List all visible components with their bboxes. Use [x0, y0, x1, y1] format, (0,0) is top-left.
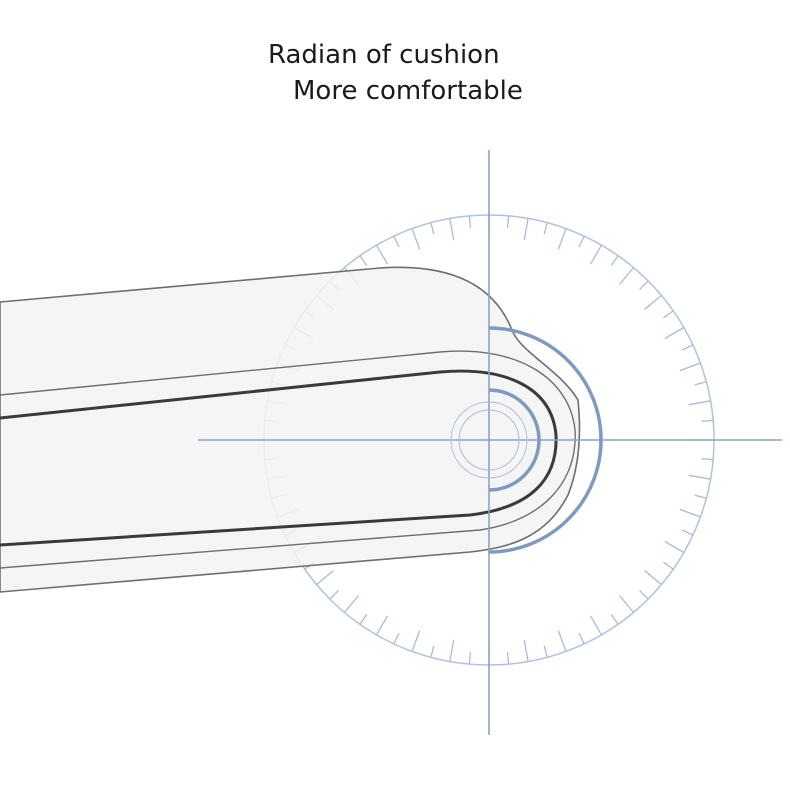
protractor-tick [639, 590, 649, 600]
protractor-tick [329, 590, 339, 600]
protractor-tick [644, 294, 662, 310]
protractor-tick [523, 639, 529, 662]
protractor-tick [343, 595, 359, 613]
protractor-tick [578, 632, 585, 645]
protractor-tick [557, 228, 567, 250]
protractor-tick [589, 244, 603, 265]
protractor-tick [411, 228, 421, 250]
protractor-tick [589, 615, 603, 636]
protractor-tick [610, 614, 619, 625]
protractor-tick [375, 615, 389, 636]
protractor-tick [664, 540, 685, 554]
protractor-tick [663, 310, 674, 319]
protractor-tick [393, 235, 400, 248]
protractor-tick [619, 267, 635, 285]
protractor-tick [610, 255, 619, 266]
protractor-tick [694, 494, 707, 499]
cushion-inner-contour [0, 350, 576, 569]
protractor-tick [639, 280, 649, 290]
protractor-tick [375, 244, 389, 265]
protractor-tick [506, 652, 510, 665]
protractor-tick [393, 632, 400, 645]
large-radius-arc [488, 326, 603, 554]
protractor-tick [663, 561, 674, 570]
protractor-tick [449, 639, 455, 662]
cushion-core-line [0, 369, 558, 547]
protractor-tick [664, 326, 685, 340]
protractor-tick [557, 630, 567, 652]
headline-line-2: More comfortable [293, 76, 523, 106]
protractor-tick [578, 235, 585, 248]
protractor-tick [694, 381, 707, 386]
center-circle-inner [458, 409, 520, 471]
protractor-tick [468, 215, 472, 228]
protractor-tick [701, 419, 714, 423]
protractor-tick [523, 218, 529, 241]
protractor-tick [411, 630, 421, 652]
protractor-tick [359, 255, 368, 266]
small-radius-arc [488, 388, 541, 492]
headline-line-1: Radian of cushion [268, 40, 500, 70]
protractor-tick [430, 645, 435, 658]
protractor-tick [543, 645, 548, 658]
protractor-tick [688, 474, 711, 480]
protractor-tick [681, 344, 694, 351]
protractor-tick [506, 215, 510, 228]
protractor-tick [619, 595, 635, 613]
protractor-tick [688, 400, 711, 406]
protractor-tick [468, 652, 472, 665]
protractor-tick [701, 457, 714, 461]
protractor-tick [644, 570, 662, 586]
protractor-tick [449, 218, 455, 241]
protractor-tick [543, 222, 548, 235]
protractor-tick [681, 529, 694, 536]
protractor-tick [679, 508, 701, 518]
protractor-tick [316, 570, 334, 586]
protractor-tick [430, 222, 435, 235]
cushion-outer-shell [0, 266, 581, 593]
protractor-tick [679, 362, 701, 372]
protractor-tick [359, 614, 368, 625]
center-circle-outer [450, 401, 528, 479]
